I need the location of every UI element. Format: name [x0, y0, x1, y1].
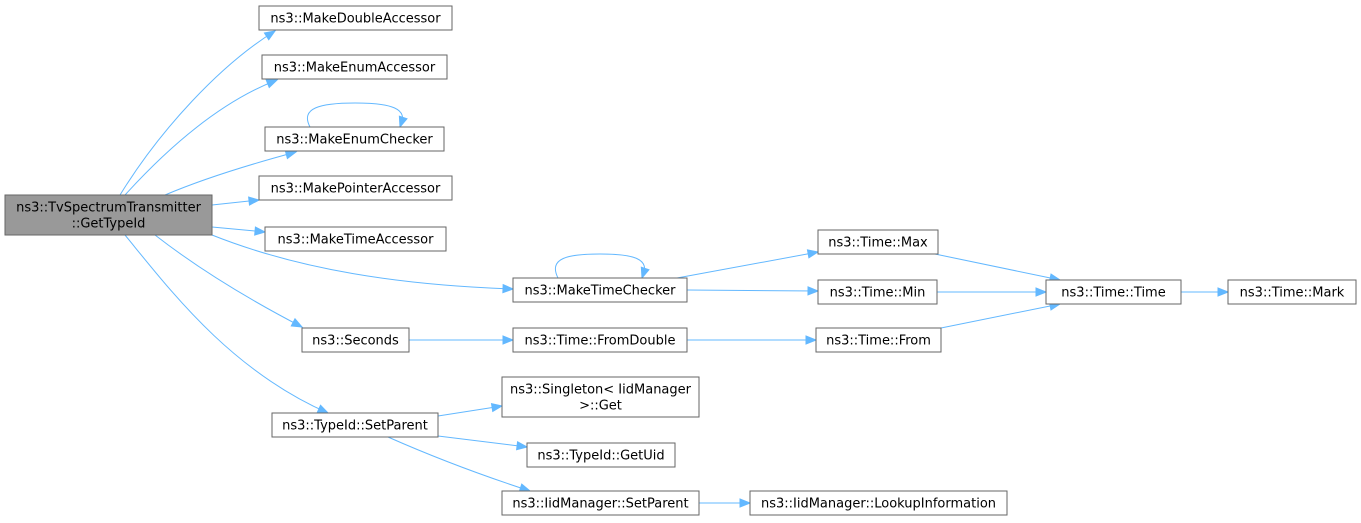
node-label: ns3::TypeId::GetUid: [537, 449, 664, 464]
node-seconds[interactable]: ns3::Seconds: [301, 327, 410, 353]
node-time-from-double[interactable]: ns3::Time::FromDouble: [512, 327, 688, 353]
node-time-time[interactable]: ns3::Time::Time: [1045, 279, 1182, 305]
node-label: >::Get: [579, 399, 622, 414]
node-time-min[interactable]: ns3::Time::Min: [817, 279, 938, 305]
edge-root-to-make-time-accessor: [211, 226, 267, 236]
node-label: ns3::IidManager::LookupInformation: [761, 497, 996, 512]
node-iid-set-parent[interactable]: ns3::IidManager::SetParent: [501, 490, 700, 516]
node-time-mark[interactable]: ns3::Time::Mark: [1227, 279, 1357, 305]
node-make-double-accessor[interactable]: ns3::MakeDoubleAccessor: [258, 5, 453, 31]
node-label: ns3::MakeTimeAccessor: [278, 233, 435, 248]
edge-time-from-to-time-time: [940, 301, 1062, 329]
node-label: ns3::MakePointerAccessor: [271, 182, 441, 197]
edge-set-parent-to-get-uid: [437, 435, 529, 451]
edge-seconds-to-time-from-double: [409, 335, 515, 345]
edge-time-from-double-to-time-from: [687, 335, 818, 345]
node-lookup-information[interactable]: ns3::IidManager::LookupInformation: [749, 490, 1008, 516]
edge-time-min-to-time-time: [937, 287, 1048, 297]
edge-root-to-make-pointer-accessor: [211, 196, 261, 206]
edge-time-max-to-time-time: [934, 253, 1062, 283]
node-label: ns3::Singleton< IidManager: [510, 383, 692, 398]
node-label: ns3::MakeEnumChecker: [276, 133, 433, 148]
node-make-time-checker[interactable]: ns3::MakeTimeChecker: [512, 277, 688, 303]
node-label: ns3::IidManager::SetParent: [512, 497, 688, 512]
node-label: ns3::TvSpectrumTransmitter: [16, 201, 201, 216]
edge-set-parent-to-singleton-get: [437, 402, 504, 417]
edge-set-parent-to-iid-set-parent: [387, 436, 532, 493]
node-singleton-get[interactable]: ns3::Singleton< IidManager>::Get: [501, 376, 700, 418]
node-label: ns3::Time::Max: [828, 236, 928, 251]
node-make-time-accessor[interactable]: ns3::MakeTimeAccessor: [264, 226, 447, 252]
node-label: ns3::Seconds: [312, 334, 399, 349]
node-root[interactable]: ns3::TvSpectrumTransmitter::GetTypeId: [4, 194, 213, 236]
node-get-uid[interactable]: ns3::TypeId::GetUid: [526, 442, 676, 468]
node-make-pointer-accessor[interactable]: ns3::MakePointerAccessor: [258, 175, 453, 201]
edge-root-to-make-enum-accessor: [124, 79, 279, 196]
node-label: ns3::Time::Time: [1061, 286, 1165, 301]
node-label: ns3::MakeEnumAccessor: [274, 61, 436, 76]
edge-make-time-checker-to-make-time-checker: [555, 253, 650, 280]
function-nodes: ns3::TvSpectrumTransmitter::GetTypeIdns3…: [4, 5, 1357, 516]
node-label: ns3::Time::From: [826, 334, 931, 349]
edge-make-enum-checker-to-make-enum-checker: [307, 102, 408, 129]
node-make-enum-accessor[interactable]: ns3::MakeEnumAccessor: [261, 54, 448, 80]
node-label: ns3::Time::FromDouble: [525, 334, 676, 349]
node-label: ns3::Time::Mark: [1240, 286, 1345, 301]
edge-time-time-to-time-mark: [1181, 287, 1230, 297]
node-label: ns3::Time::Min: [830, 286, 926, 301]
node-label: ns3::MakeTimeChecker: [525, 284, 677, 299]
call-edges: [119, 30, 1230, 508]
node-time-from[interactable]: ns3::Time::From: [815, 327, 942, 353]
node-make-enum-checker[interactable]: ns3::MakeEnumChecker: [264, 126, 445, 152]
edge-root-to-seconds: [154, 234, 304, 328]
edge-iid-set-parent-to-lookup-information: [699, 498, 752, 508]
edge-make-time-checker-to-time-min: [686, 286, 820, 296]
node-label: ns3::TypeId::SetParent: [282, 419, 428, 434]
edge-root-to-make-time-checker: [211, 234, 515, 294]
node-label: ::GetTypeId: [72, 217, 146, 232]
node-time-max[interactable]: ns3::Time::Max: [817, 229, 939, 255]
edge-make-time-checker-to-time-max: [676, 249, 820, 279]
edge-root-to-make-double-accessor: [119, 30, 277, 196]
edge-root-to-make-enum-checker: [164, 150, 298, 196]
node-label: ns3::MakeDoubleAccessor: [270, 12, 441, 27]
node-set-parent[interactable]: ns3::TypeId::SetParent: [271, 412, 439, 438]
